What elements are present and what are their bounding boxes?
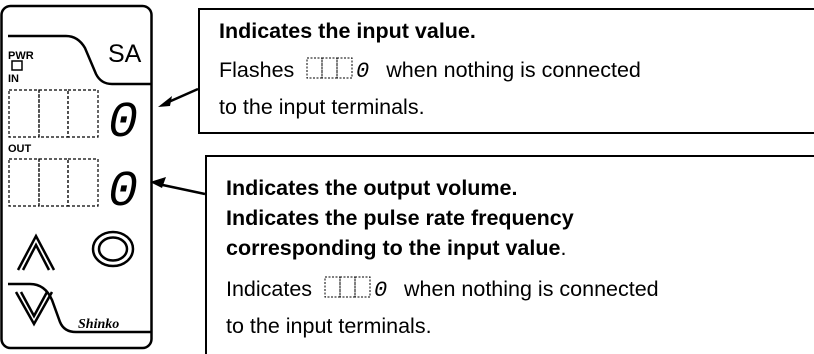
- input-callout-box: Indicates the input value. Flashes 0 whe…: [198, 8, 814, 134]
- output-callout-title-line3-tail: .: [560, 236, 567, 260]
- input-callout-line2-prefix: Flashes: [219, 58, 295, 82]
- svg-text:0: 0: [356, 59, 369, 80]
- output-callout-line4-prefix: Indicates: [226, 277, 313, 301]
- output-callout-title-line3: corresponding to the input value.: [226, 235, 566, 261]
- output-callout-line4: Indicates 0 when nothing is connected: [226, 275, 659, 302]
- panel-footer-frame: [8, 282, 151, 334]
- input-display: 0: [8, 89, 138, 152]
- output-display-digit-1: [8, 158, 40, 207]
- output-callout-title-line2: Indicates the pulse rate frequency: [226, 206, 574, 230]
- input-callout-line3: to the input terminals.: [219, 95, 425, 119]
- mode-button-icon-inner: [97, 236, 129, 262]
- pwr-label: PWR: [8, 50, 34, 62]
- pwr-indicator-lamp: [11, 60, 23, 71]
- inline-display-icon: 0: [306, 57, 369, 80]
- up-button-icon: [16, 233, 56, 271]
- output-callout-arrow: [150, 177, 206, 196]
- svg-text:0: 0: [374, 278, 387, 299]
- output-callout-line5: to the input terminals.: [226, 314, 432, 338]
- inline-display-icon: 0: [324, 276, 387, 299]
- input-display-digit-3: [67, 89, 99, 138]
- model-label: SA: [108, 40, 142, 68]
- output-callout-box: Indicates the output volume. Indicates t…: [205, 155, 814, 354]
- output-callout-line4-suffix: when nothing is connected: [404, 277, 659, 301]
- output-callout-title-line1: Indicates the output volume.: [226, 176, 518, 200]
- input-callout-title: Indicates the input value.: [219, 19, 476, 43]
- output-callout-title-line3-text: corresponding to the input value: [226, 236, 561, 260]
- input-callout-line2: Flashes 0 when nothing is connected: [219, 56, 641, 83]
- input-callout-line2-suffix: when nothing is connected: [386, 58, 641, 82]
- in-label: IN: [8, 73, 19, 85]
- output-display-digit-4: 0: [108, 164, 138, 221]
- output-display: 0: [8, 158, 138, 221]
- input-callout-arrow: [158, 87, 199, 107]
- out-label: OUT: [8, 143, 32, 155]
- output-display-digit-3: [67, 158, 99, 207]
- mode-button-icon-outer: [91, 230, 135, 268]
- input-display-digit-4: 0: [108, 95, 138, 152]
- input-display-digit-1: [8, 89, 40, 138]
- panel-header-frame: [8, 34, 151, 86]
- down-button-icon: [14, 291, 54, 327]
- brand-logo: Shinko: [78, 317, 119, 332]
